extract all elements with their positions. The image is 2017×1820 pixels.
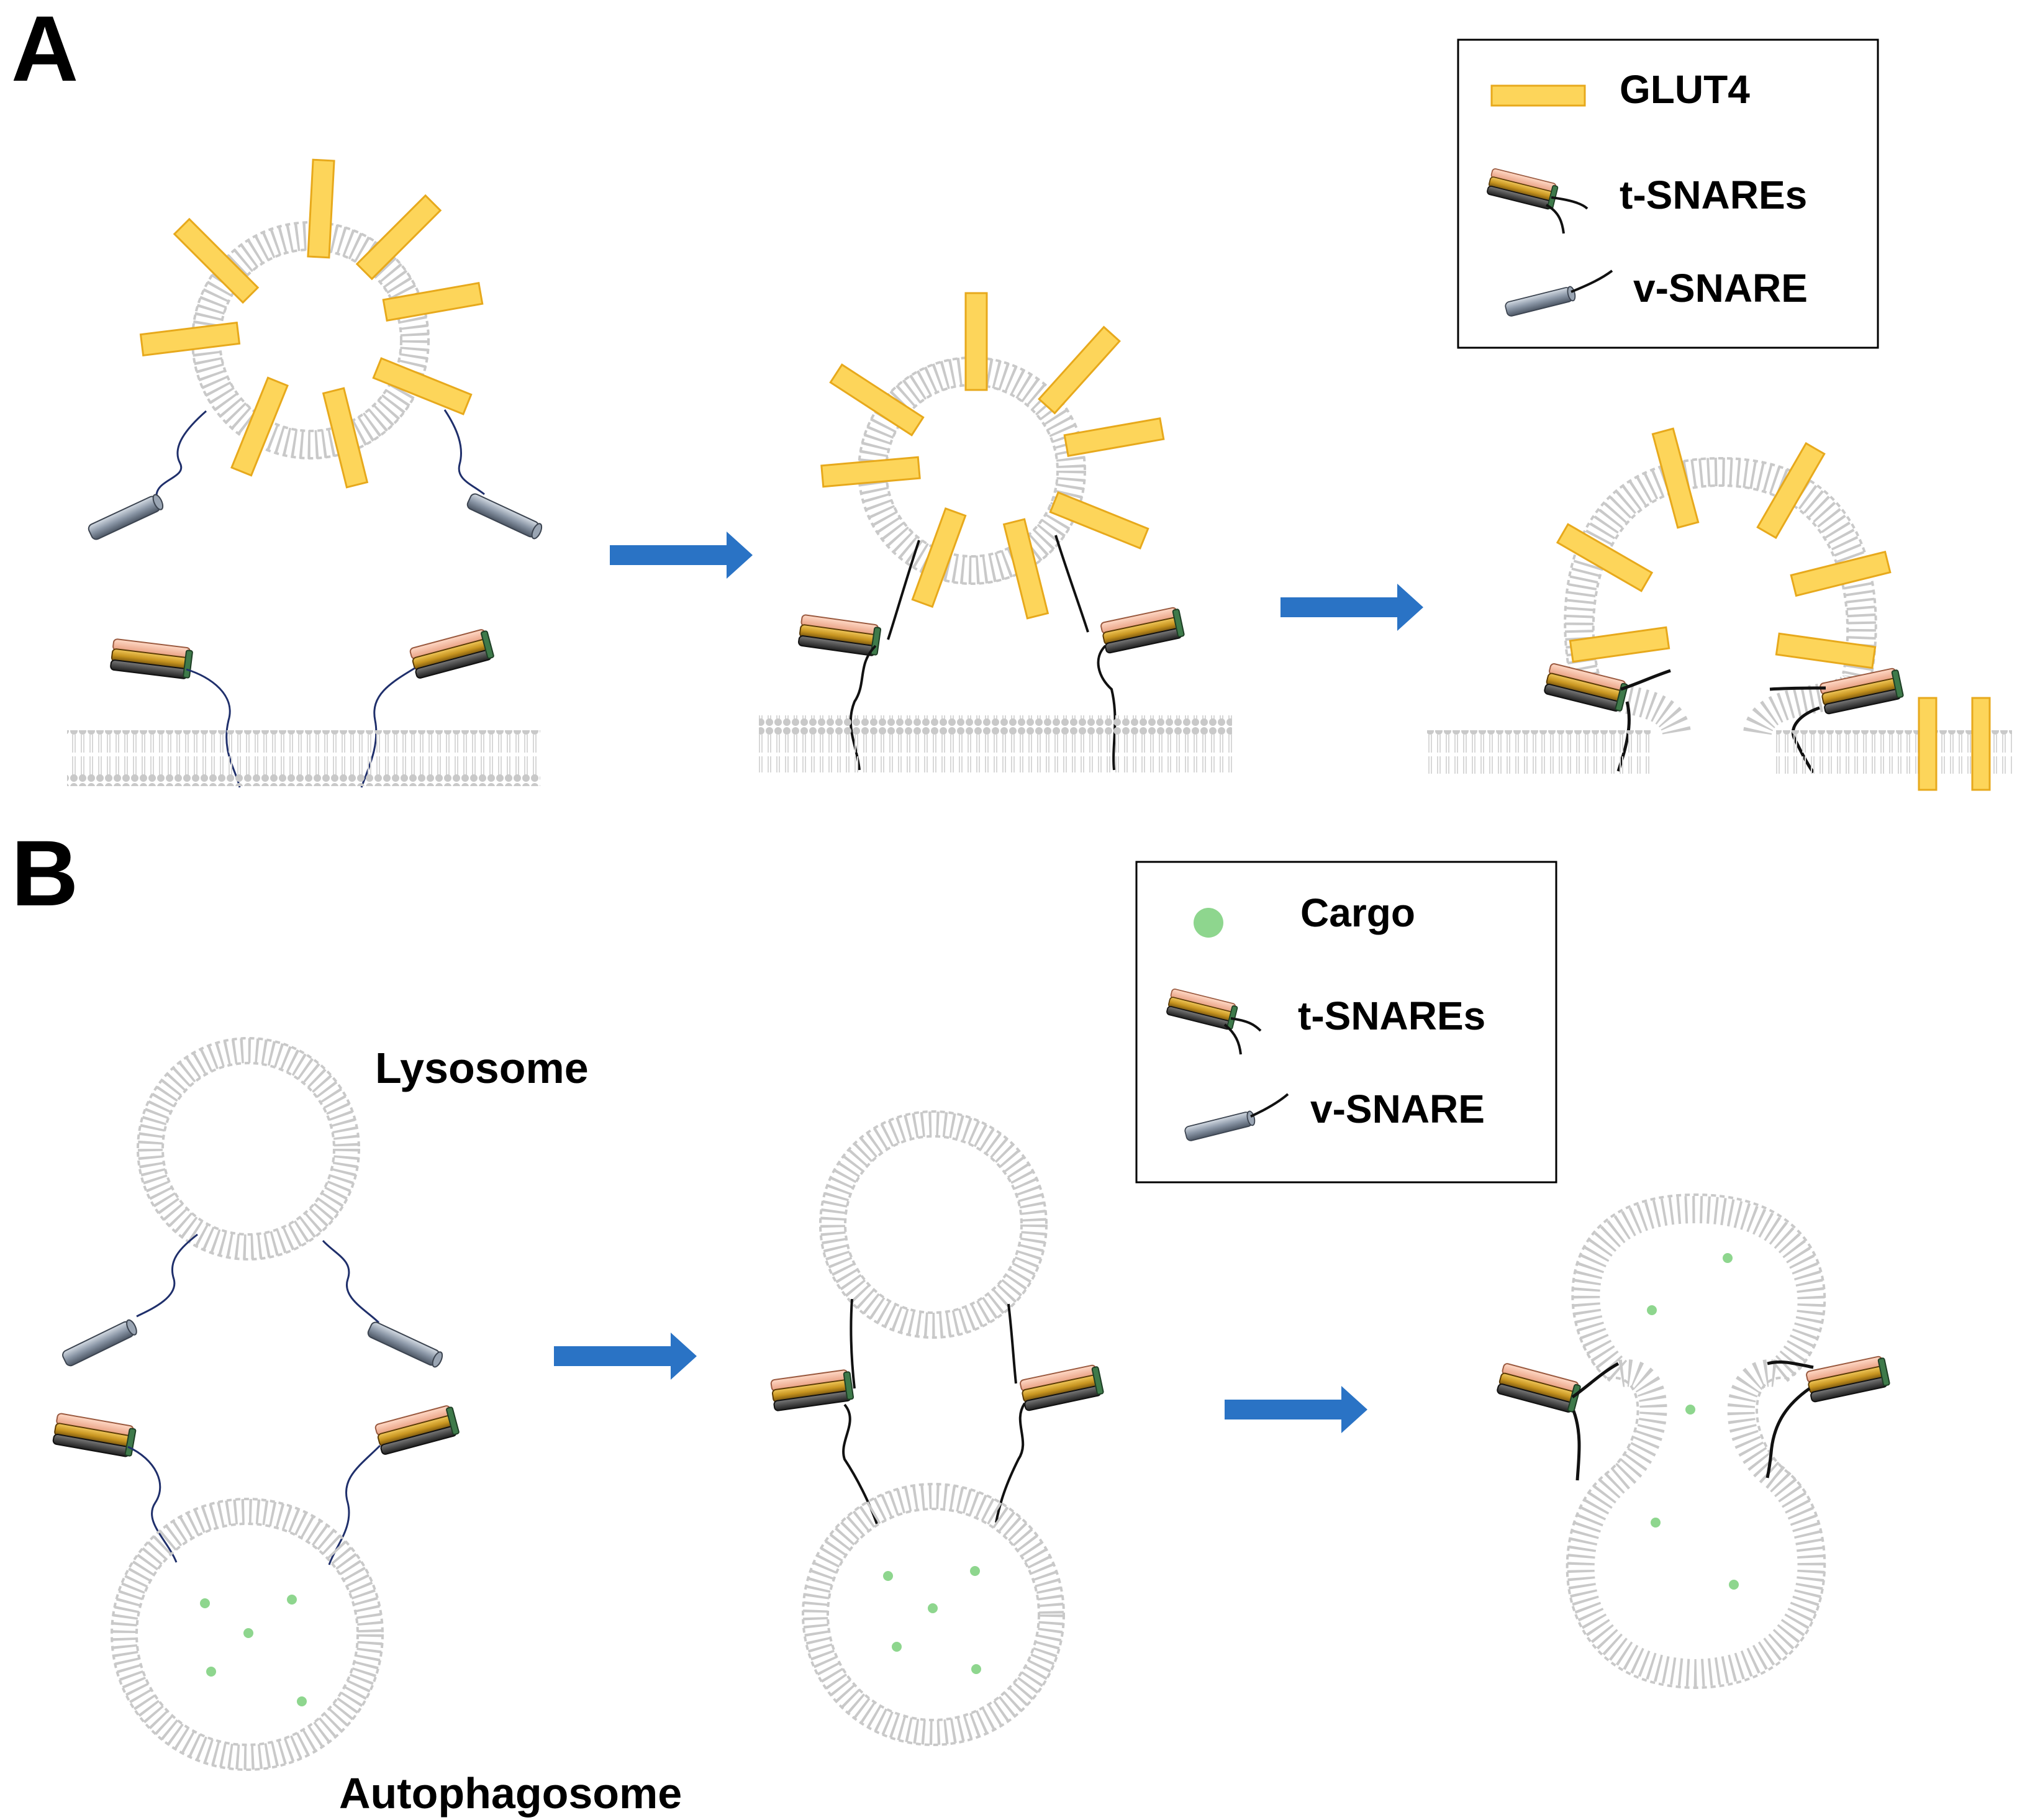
legend-a-tsnare-label: t-SNAREs <box>1620 173 1807 217</box>
cargo-dot-icon <box>1194 908 1223 938</box>
a1-glut4-vesicle <box>140 158 484 489</box>
glut4-bar-icon <box>1490 84 1586 107</box>
t-snare-icon <box>1166 987 1262 1055</box>
b1-v-snares <box>60 1233 445 1369</box>
panel-b-label: B <box>11 821 78 925</box>
a2-plasma-membrane <box>759 715 1232 772</box>
arrow-b1 <box>554 1333 697 1380</box>
v-snare-icon <box>1503 269 1613 318</box>
legend-b-cargo-label: Cargo <box>1300 890 1415 935</box>
lysosome-label: Lysosome <box>375 1044 589 1092</box>
legend-a-glut4-label: GLUT4 <box>1620 67 1750 112</box>
arrow-b2 <box>1225 1386 1367 1433</box>
t-snare-icon <box>1486 167 1589 234</box>
b1-autophagosome <box>111 1498 384 1771</box>
arrow-a1 <box>610 532 753 579</box>
legend-a: GLUT4 t-SNAREs v-SNARE <box>1457 38 1879 349</box>
arrow-a2 <box>1280 584 1423 631</box>
legend-b-vsnare-label: v-SNARE <box>1310 1087 1485 1131</box>
b3-snare-complexes <box>1495 1354 1891 1481</box>
a1-v-snares <box>86 409 545 542</box>
legend-a-vsnare-label: v-SNARE <box>1633 266 1808 310</box>
legend-b-tsnare-label: t-SNAREs <box>1298 994 1485 1038</box>
b3-autolysosome <box>1566 1193 1826 1690</box>
b1-t-snares <box>52 1403 460 1565</box>
b1-lysosome <box>137 1037 360 1261</box>
panel-a-label: A <box>11 0 78 101</box>
a3-fusing-vesicle <box>1556 427 1892 736</box>
b2-autophagosome <box>802 1483 1065 1746</box>
v-snare-icon <box>1183 1093 1289 1143</box>
b2-lysosome <box>819 1110 1048 1339</box>
a2-glut4-vesicle <box>820 292 1165 620</box>
a1-plasma-membrane <box>67 730 540 786</box>
legend-b: Cargo t-SNAREs v-SNARE <box>1135 861 1557 1184</box>
autophagosome-label: Autophagosome <box>339 1769 682 1818</box>
a3-inserted-glut4 <box>1918 697 1991 791</box>
